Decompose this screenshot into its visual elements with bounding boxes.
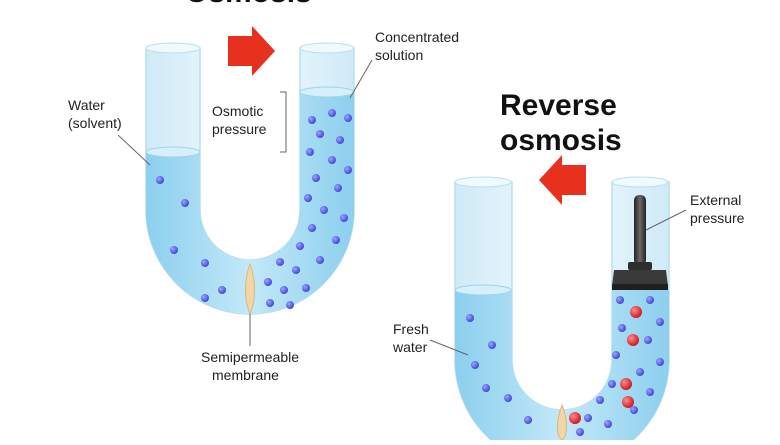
label-membrane-line2: membrane — [212, 367, 279, 383]
reverse-title-line1: Reverse — [500, 89, 617, 122]
label-fresh-line2: water — [392, 339, 428, 355]
label-concentrated-line1: Concentrated — [375, 29, 459, 45]
label-fresh-line1: Fresh — [393, 321, 429, 337]
reverse-osmosis-section: Reverse osmosis — [392, 89, 745, 445]
flow-left-arrow-icon — [539, 155, 586, 205]
label-membrane-line1: Semipermeable — [201, 349, 299, 365]
reverse-particles — [466, 296, 664, 436]
label-external-line2: pressure — [690, 210, 745, 226]
reverse-water — [455, 290, 669, 445]
label-external-line1: External — [690, 192, 741, 208]
label-water-line1: Water — [68, 97, 105, 113]
label-water-line2: (solvent) — [68, 115, 122, 131]
osmosis-section: Osmosis — [68, 0, 459, 383]
label-concentrated-line2: solution — [375, 47, 423, 63]
reverse-u-tube — [454, 176, 670, 445]
label-osmotic-line2: pressure — [212, 121, 267, 137]
osmosis-particles — [156, 109, 352, 309]
osmosis-water — [146, 92, 354, 314]
external-pressure-plunger — [612, 195, 668, 290]
label-osmotic-line1: Osmotic — [212, 103, 263, 119]
flow-right-arrow-icon — [228, 26, 275, 76]
osmosis-title: Osmosis — [185, 0, 312, 9]
reverse-title-line2: osmosis — [500, 124, 622, 157]
